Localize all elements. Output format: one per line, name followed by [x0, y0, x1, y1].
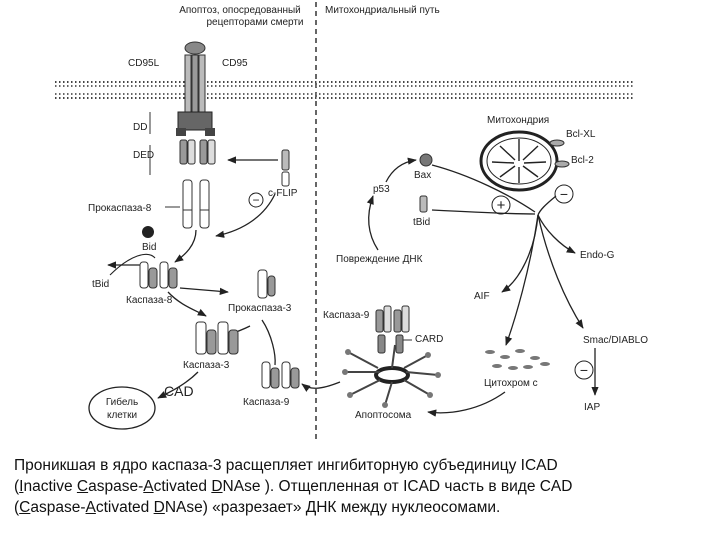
- bid-icon: [142, 226, 154, 238]
- procaspase3-label: Прокаспаза-3: [228, 303, 292, 314]
- cflip-icon: [281, 149, 290, 187]
- mitochondria-label: Митохондрия: [487, 115, 549, 126]
- cd95-receptor: [176, 41, 215, 136]
- bclxl-label: Bcl-XL: [566, 129, 596, 140]
- apoptosis-pathway-diagram: Апоптоз, опосредованный рецепторами смер…: [55, 2, 648, 440]
- header-left-line1: Апоптоз, опосредованный: [179, 5, 301, 16]
- card-label: CARD: [415, 334, 443, 345]
- mitochondrion-icon: [479, 130, 559, 192]
- inhibit-symbol-bcl: [554, 184, 574, 204]
- caption: Проникшая в ядро каспаза-3 расщепляет ин…: [14, 455, 709, 518]
- bax-label: Bax: [414, 170, 431, 181]
- header-left-line2: рецепторами смерти: [206, 17, 303, 28]
- cd95-label: CD95: [222, 58, 248, 69]
- svg-text:+: +: [497, 197, 506, 214]
- caspase8-label: Каспаза-8: [126, 295, 173, 306]
- tbid-right-label: tBid: [413, 217, 430, 228]
- inhibit-symbol-cflip: [248, 192, 264, 208]
- header-right: Митохондриальный путь: [325, 5, 440, 16]
- svg-text:−: −: [560, 186, 568, 202]
- bcl2-icon: [554, 160, 570, 168]
- bax-icon: [419, 153, 433, 167]
- cell-death-line2: клетки: [107, 410, 137, 421]
- bcl2-label: Bcl-2: [571, 155, 594, 166]
- p53-label: p53: [373, 184, 390, 195]
- smac-label: Smac/DIABLO: [583, 335, 648, 346]
- cell-death-line1: Гибель: [106, 396, 138, 408]
- cflip-label: c-FLIP: [268, 188, 298, 199]
- tbid-left-label: tBid: [92, 279, 109, 290]
- svg-text:−: −: [580, 362, 588, 378]
- caspase9-top-icon: [375, 305, 410, 354]
- cad-label: CAD: [164, 383, 194, 399]
- tbid-right-icon: [419, 195, 428, 213]
- caption-line1: Проникшая в ядро каспаза-3 расщепляет ин…: [14, 457, 558, 474]
- apoptosome-label: Апоптосома: [355, 410, 412, 421]
- caspase9-bottom-icon: [261, 361, 300, 389]
- activate-symbol: [491, 195, 511, 215]
- ded-label: DED: [133, 150, 154, 161]
- aif-label: AIF: [474, 291, 490, 302]
- bid-label: Bid: [142, 242, 156, 253]
- icad-expansion: Inactive Caspase-Activated DNAse: [19, 478, 261, 495]
- cell-death-bubble: [88, 386, 156, 430]
- cd95l-label: CD95L: [128, 58, 160, 69]
- endo-g-label: Endo-G: [580, 250, 615, 261]
- inhibit-symbol-iap: [574, 360, 594, 380]
- caption-line3: (Caspase-Activated DNAse) «разрезает» ДН…: [14, 499, 501, 516]
- procaspase8-label: Прокаспаза-8: [88, 203, 152, 214]
- procaspase3-icon: [257, 269, 276, 299]
- cad-expansion: Caspase-Activated DNAse: [19, 499, 203, 516]
- iap-label: IAP: [584, 402, 600, 413]
- caspase8-icon: [139, 261, 178, 289]
- svg-text:−: −: [252, 193, 259, 207]
- bclxl-icon: [549, 139, 565, 147]
- procaspase8-complex: [179, 139, 216, 229]
- caption-line2: (Inactive Caspase-Activated DNAse ). Отщ…: [14, 478, 573, 495]
- caspase9-bottom-label: Каспаза-9: [243, 397, 290, 408]
- cell-membrane: [55, 81, 635, 99]
- cytochrome-c-icon: [485, 349, 550, 370]
- caspase9-top-label: Каспаза-9: [323, 310, 370, 321]
- apoptosome-icon: [342, 344, 441, 408]
- caspase3-icon: [195, 321, 239, 355]
- cytochrome-label: Цитохром с: [484, 378, 538, 389]
- caspase3-label: Каспаза-3: [183, 360, 230, 371]
- dd-label: DD: [133, 122, 147, 133]
- dna-damage-label: Повреждение ДНК: [336, 254, 423, 265]
